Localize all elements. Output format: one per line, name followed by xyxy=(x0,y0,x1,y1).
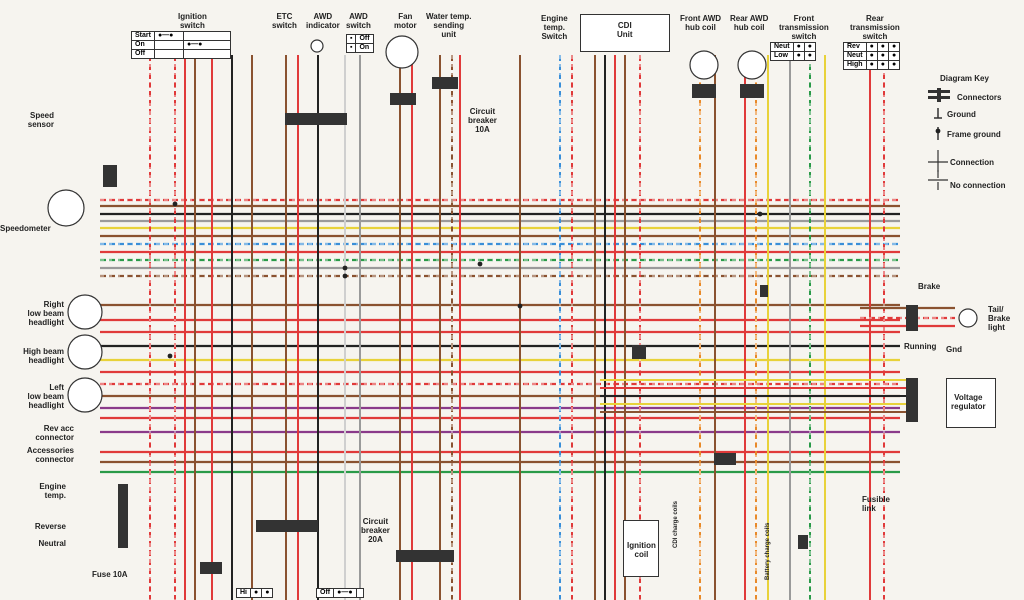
bottom-switch-hi: Hi●● xyxy=(236,588,274,598)
awd-indicator-symbol xyxy=(310,39,324,53)
ign-off: Off xyxy=(131,49,155,59)
connector-1 xyxy=(285,113,347,125)
ign-start: Start xyxy=(131,31,155,41)
connector-0 xyxy=(103,165,117,187)
front-trans-table: Neut●● Low●● xyxy=(770,42,817,61)
key-ground: Ground xyxy=(947,110,976,119)
reverse-label: Reverse xyxy=(34,522,66,531)
ft-neut: Neut xyxy=(770,42,794,52)
off-label: Off xyxy=(315,588,335,598)
connector-13 xyxy=(118,484,128,548)
junction-94 xyxy=(935,128,941,134)
key-frame-ground: Frame ground xyxy=(947,130,1001,139)
awd-switch-table: ▪Off ▪On xyxy=(345,34,374,53)
rt-high: High xyxy=(843,60,867,70)
cdi-charge-label: CDI charge coils xyxy=(673,500,679,548)
connector-12 xyxy=(200,562,222,574)
ignition-switch-table: Start●—● On●—● Off xyxy=(131,31,231,59)
fuse-label: Fuse 10A xyxy=(92,570,128,579)
connector-2 xyxy=(390,93,416,105)
brake-label: Brake xyxy=(918,282,941,291)
connector-6 xyxy=(906,305,918,331)
connector-9 xyxy=(714,453,736,465)
right-low-headlight-symbol xyxy=(67,294,103,330)
speedometer-symbol xyxy=(47,189,85,227)
hi-label: Hi xyxy=(236,588,251,598)
key-connection: Connection xyxy=(950,158,994,167)
junction-86 xyxy=(342,273,348,279)
junction-87 xyxy=(167,353,173,359)
ign-on: On xyxy=(131,40,155,50)
bottom-switch-off: Off●—● xyxy=(315,588,364,598)
rear-awd-coil-symbol xyxy=(737,50,767,80)
connector-8 xyxy=(632,345,646,359)
battery-charge-label: Battery charge coils xyxy=(765,522,771,580)
neutral-label: Neutral xyxy=(38,539,66,548)
ft-low: Low xyxy=(770,51,794,61)
junction-88 xyxy=(757,211,763,217)
connector-4 xyxy=(692,84,716,98)
connector-14 xyxy=(760,285,768,297)
tail-light-symbol xyxy=(958,308,978,328)
key-connectors: Connectors xyxy=(957,93,1002,102)
junction-84 xyxy=(172,201,178,207)
awd-off: Off xyxy=(355,34,374,44)
junction-90 xyxy=(517,303,523,309)
front-awd-coil-symbol xyxy=(689,50,719,80)
running-label: Running xyxy=(904,342,937,351)
connector-7 xyxy=(906,378,918,422)
rt-rev: Rev xyxy=(843,42,867,52)
key-no-connection: No connection xyxy=(950,181,1006,190)
key-connector-sym-3 xyxy=(937,88,941,102)
connector-3 xyxy=(432,77,458,89)
key-title: Diagram Key xyxy=(940,74,989,83)
rear-trans-table: Rev●●● Neut●●● High●●● xyxy=(843,42,901,70)
connector-10 xyxy=(256,520,318,532)
gnd-label: Gnd xyxy=(946,345,962,354)
fan-motor-symbol xyxy=(385,35,419,69)
junction-85 xyxy=(342,265,348,271)
connector-11 xyxy=(396,550,454,562)
speedometer-label: Speedometer xyxy=(0,224,51,233)
rt-neut: Neut xyxy=(843,51,867,61)
awd-on: On xyxy=(355,43,374,53)
connector-5 xyxy=(740,84,764,98)
junction-89 xyxy=(477,261,483,267)
connector-15 xyxy=(798,535,808,549)
left-low-headlight-symbol xyxy=(67,377,103,413)
high-beam-headlight-symbol xyxy=(67,334,103,370)
